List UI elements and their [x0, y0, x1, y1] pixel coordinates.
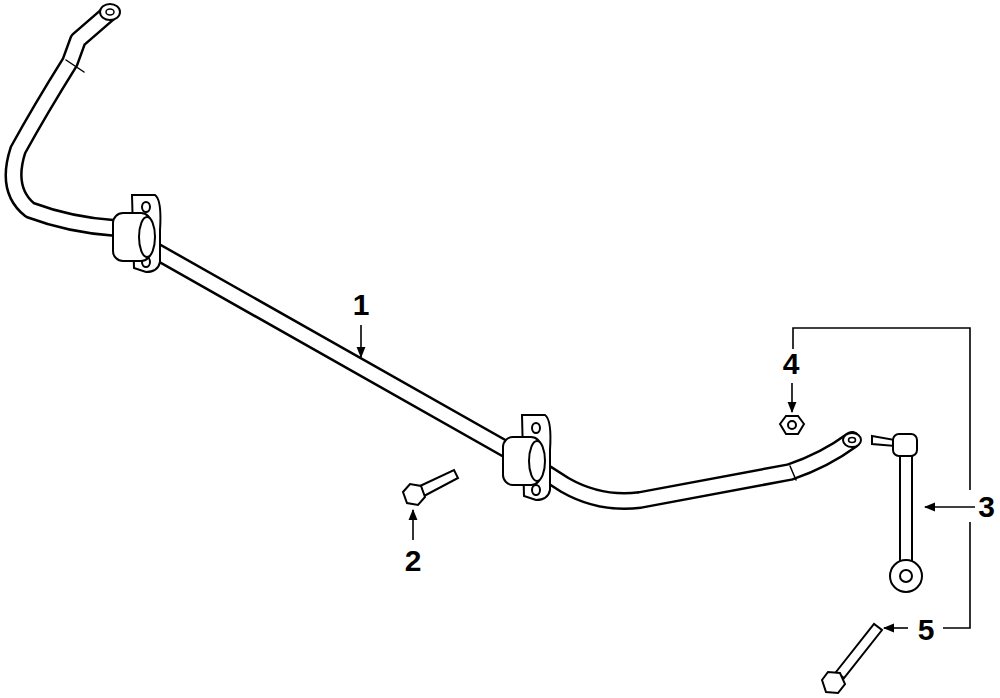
nut [780, 416, 804, 434]
bolt [403, 470, 458, 505]
callout-number: 4 [782, 349, 801, 379]
callout-number: 3 [977, 492, 996, 522]
callout-number: 5 [917, 615, 936, 645]
callout-number: 1 [352, 290, 371, 320]
bolt [822, 624, 882, 693]
leader-line [361, 325, 975, 628]
stabilizer-bar [14, 4, 861, 501]
callout-number: 2 [404, 546, 423, 576]
bushing-bracket [113, 195, 550, 500]
stabilizer-link [872, 434, 922, 592]
